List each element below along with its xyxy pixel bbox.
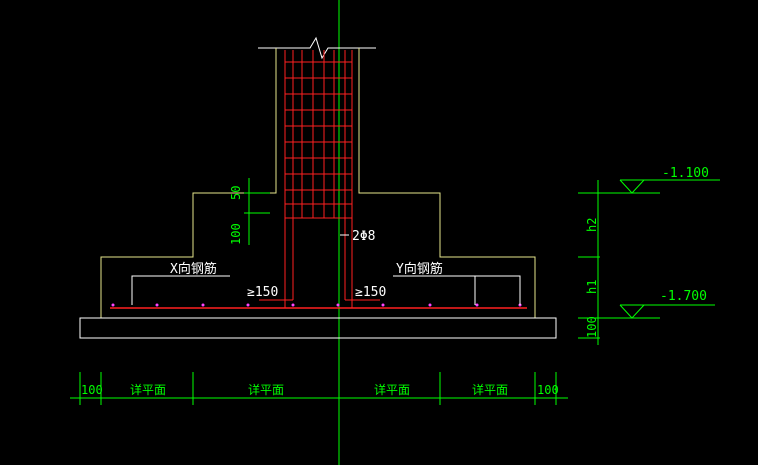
side-dimension bbox=[578, 180, 660, 345]
dim-50-label: 50 bbox=[229, 186, 243, 200]
dim-left-100: 100 bbox=[81, 383, 103, 397]
x-rebar-label: X向钢筋 bbox=[170, 261, 217, 277]
column-rebar-cage bbox=[259, 50, 380, 308]
elevation-marker-bottom bbox=[619, 304, 715, 319]
y-rebar-label: Y向钢筋 bbox=[396, 261, 443, 277]
dim-right-100: 100 bbox=[537, 383, 559, 397]
column-break-line bbox=[258, 36, 376, 60]
dim-h2-label: h2 bbox=[585, 218, 599, 232]
bottom-rebar-dots bbox=[111, 303, 522, 307]
dim-100-side-label: 100 bbox=[585, 316, 599, 338]
elevation-top-label: -1.100 bbox=[662, 166, 709, 181]
stirrup-label: 2Φ8 bbox=[352, 229, 375, 244]
dim-segment-3: 详平面 bbox=[374, 382, 410, 397]
dim-segment-4: 详平面 bbox=[472, 382, 508, 397]
footing-outline bbox=[100, 48, 536, 318]
dim-h1-label: h1 bbox=[585, 280, 599, 294]
dim-segment-1: 详平面 bbox=[130, 382, 166, 397]
anchor-left-label: ≥150 bbox=[247, 285, 278, 300]
cushion-layer bbox=[79, 317, 557, 339]
anchor-right-label: ≥150 bbox=[355, 285, 386, 300]
dim-segment-2: 详平面 bbox=[248, 382, 284, 397]
column-step-dims bbox=[244, 178, 270, 245]
bottom-dimension-labels: 100 详平面 详平面 详平面 详平面 100 bbox=[81, 382, 559, 397]
rebar-leaders bbox=[131, 234, 521, 305]
bottom-dimension-line bbox=[70, 372, 568, 405]
dim-100-label: 100 bbox=[229, 223, 243, 245]
elevation-bottom-label: -1.700 bbox=[660, 289, 707, 304]
elevation-marker-top bbox=[619, 179, 720, 194]
